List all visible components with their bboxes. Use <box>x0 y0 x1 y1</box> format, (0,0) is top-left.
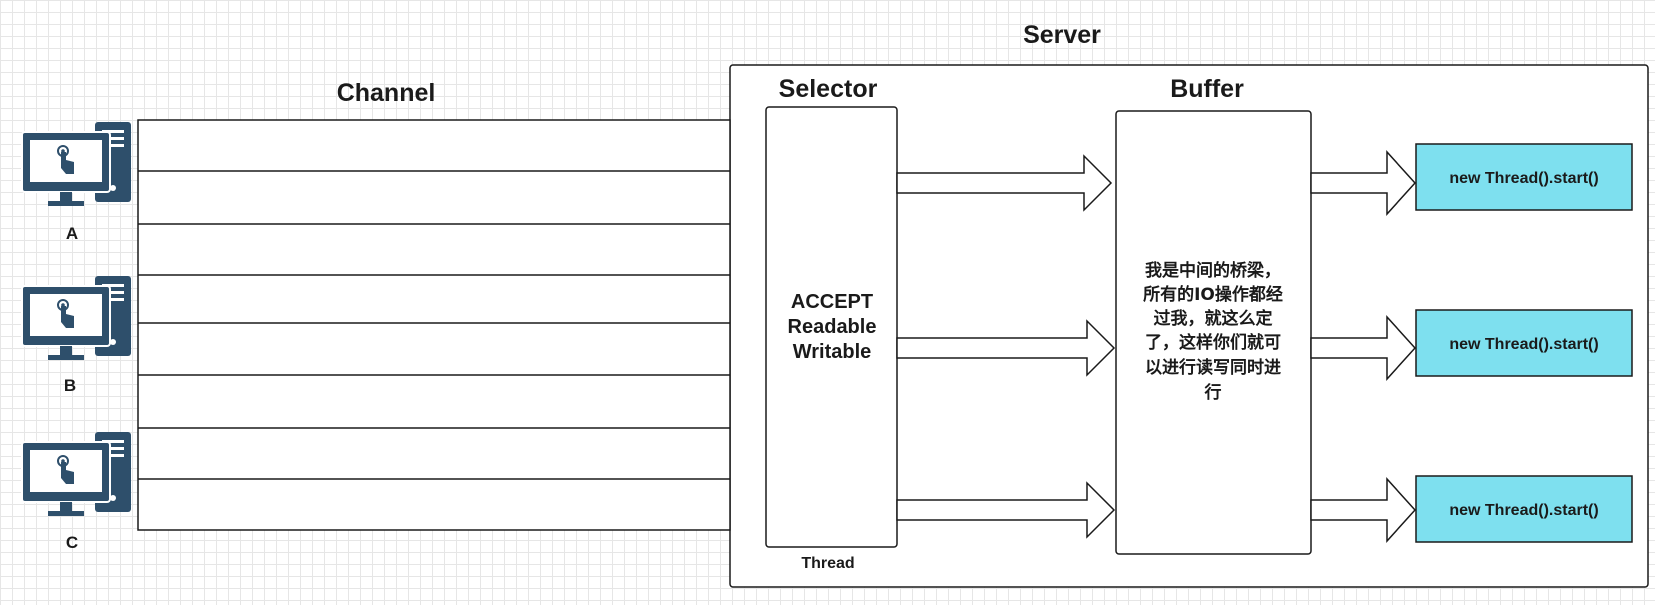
selector-buffer-arrows <box>896 154 1116 539</box>
client-b: B <box>21 275 132 395</box>
channel-lines <box>137 119 731 531</box>
buffer-thread-arrows <box>1310 150 1417 543</box>
thread-label: new Thread().start() <box>1449 336 1598 353</box>
selector-label: Selector <box>779 75 878 103</box>
thread-box <box>1415 309 1633 377</box>
computer-icon <box>21 275 132 361</box>
buffer-text-line: 以进行读写同时进 <box>1145 357 1281 378</box>
buffer-text-line: 过我，就这么定 <box>1154 308 1273 329</box>
buffer-text-line: 了，这样你们就可 <box>1145 332 1281 353</box>
channel-body <box>137 119 731 531</box>
selector-event-writable: Writable <box>793 341 872 363</box>
arrow-icon <box>1310 150 1417 216</box>
arrow-icon <box>1310 315 1417 381</box>
selector-event-accept: ACCEPT <box>791 291 873 313</box>
selector-box <box>765 106 898 548</box>
buffer-text-line: 行 <box>1204 382 1222 403</box>
buffer-label: Buffer <box>1170 75 1244 103</box>
thread-2: new Thread().start() <box>1415 309 1633 377</box>
computer-icon <box>21 121 132 207</box>
thread-3: new Thread().start() <box>1415 475 1633 543</box>
thread-box <box>1415 475 1633 543</box>
buffer-text-line: 我是中间的桥梁， <box>1145 260 1281 281</box>
client-a: A <box>21 121 132 243</box>
computer-icon <box>21 431 132 517</box>
client-a-label: A <box>66 224 78 243</box>
thread-label: new Thread().start() <box>1449 502 1598 519</box>
arrow-icon <box>896 154 1113 212</box>
client-c: C <box>21 431 132 552</box>
arrow-icon <box>1310 477 1417 543</box>
channel-label: Channel <box>337 79 436 107</box>
thread-label: new Thread().start() <box>1449 170 1598 187</box>
thread-caption: Thread <box>801 555 854 572</box>
thread-1: new Thread().start() <box>1415 143 1633 211</box>
buffer-box <box>1115 110 1312 555</box>
arrow-icon <box>896 319 1116 377</box>
selector-event-readable: Readable <box>788 316 877 338</box>
server-label: Server <box>1023 21 1101 49</box>
thread-box <box>1415 143 1633 211</box>
buffer-text-line: 所有的IO操作都经 <box>1143 284 1283 305</box>
client-b-label: B <box>64 376 76 395</box>
client-c-label: C <box>66 533 78 552</box>
arrow-icon <box>896 481 1116 539</box>
buffer-text: 我是中间的桥梁， 所有的IO操作都经 过我，就这么定 了，这样你们就可 以进行读… <box>1143 260 1283 403</box>
